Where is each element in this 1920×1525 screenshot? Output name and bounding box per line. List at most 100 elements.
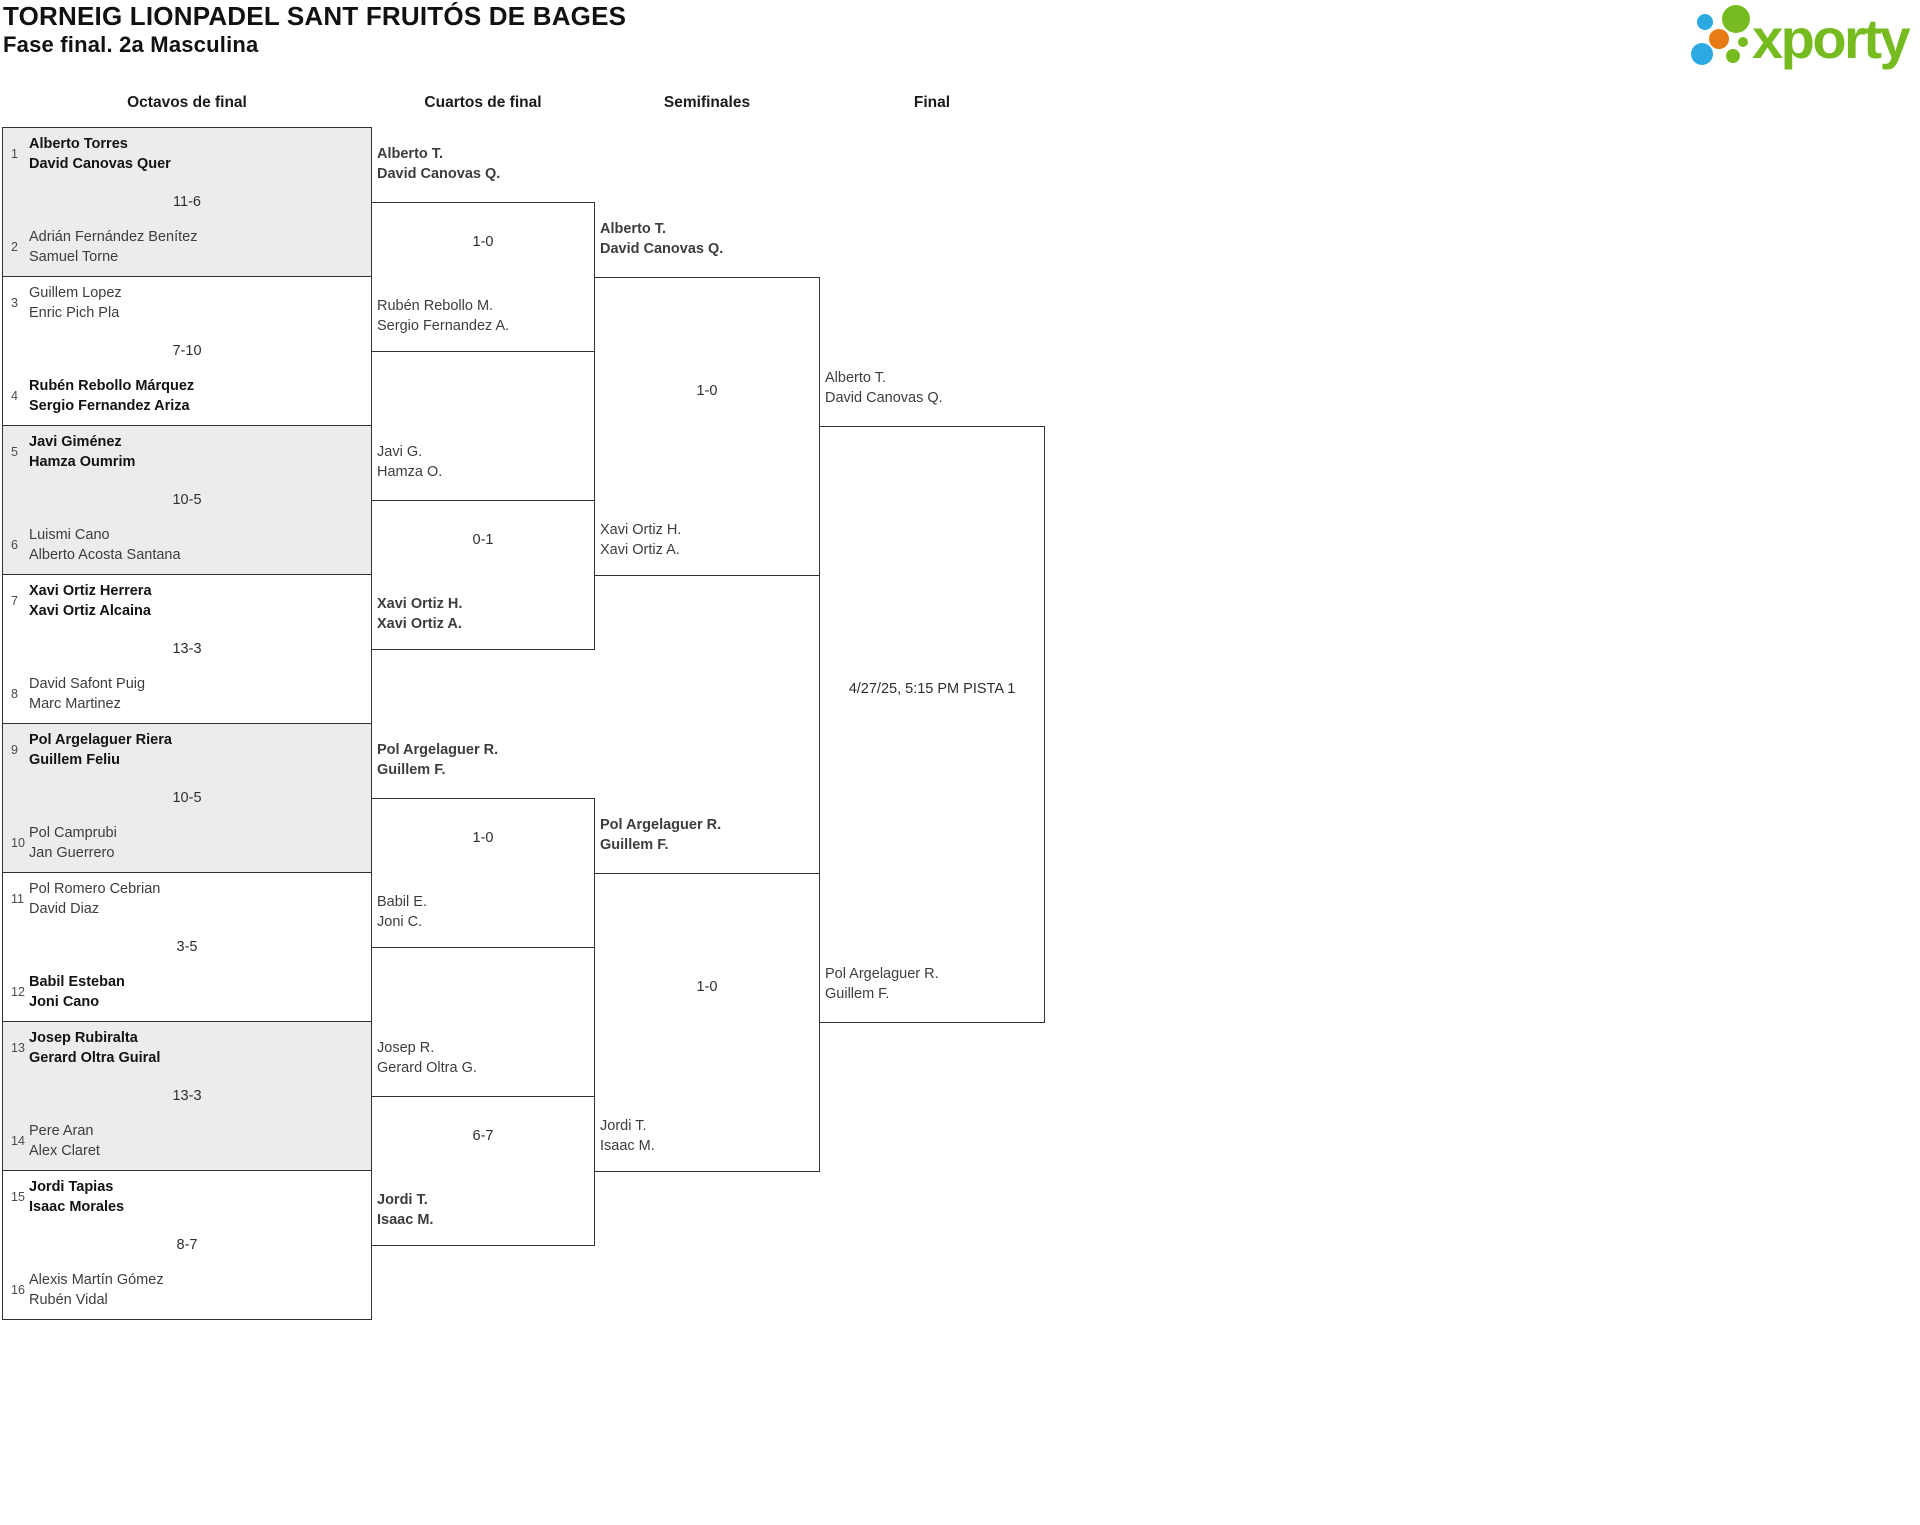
player-name: Guillem F. <box>377 761 446 778</box>
seed-number: 16 <box>11 1283 25 1297</box>
seed-number: 6 <box>11 538 18 552</box>
player-name: Jordi T. <box>600 1118 647 1134</box>
player-name: Josep R. <box>377 1040 435 1056</box>
match-score: 3-5 <box>176 939 198 955</box>
player-name: Guillem Lopez <box>29 285 122 301</box>
team-names: Xavi Ortiz H.Xavi Ortiz A. <box>377 595 462 634</box>
player-name: Enric Pich Pla <box>29 304 120 321</box>
player-name: Pere Aran <box>29 1123 94 1139</box>
player-name: David Canovas Quer <box>29 155 171 172</box>
logo-dot-orange <box>1709 29 1729 49</box>
player-name: Xavi Ortiz A. <box>377 615 462 632</box>
team-names: Alberto T. David Canovas Q. <box>377 145 500 184</box>
player-name: Josep Rubiralta <box>29 1030 138 1046</box>
player-name: Javi Giménez <box>29 434 122 450</box>
match-score: 0-1 <box>472 532 494 548</box>
player-name: Alberto Acosta Santana <box>29 546 181 563</box>
player-name: Rubén Rebollo M. <box>377 298 494 314</box>
player-name: Pol Romero Cebrian <box>29 881 161 897</box>
player-name: Xavi Ortiz A. <box>600 541 680 558</box>
player-name: Jordi T. <box>377 1192 428 1208</box>
match-score: 7-10 <box>172 343 202 359</box>
round-header-final: Final <box>913 94 951 111</box>
team-names: Alberto T. David Canovas Q. <box>600 220 723 259</box>
player-name: Jordi Tapias <box>29 1179 114 1195</box>
player-name: Jan Guerrero <box>29 844 115 861</box>
seed-number: 7 <box>11 594 18 608</box>
match-score: 8-7 <box>176 1237 198 1253</box>
seed-number: 12 <box>11 985 25 999</box>
player-name: Alberto T. <box>377 146 444 162</box>
seed-number: 8 <box>11 687 18 701</box>
player-name: Alexis Martín Gómez <box>29 1272 164 1288</box>
team-names: Xavi Ortiz H. Xavi Ortiz A. <box>600 521 681 560</box>
player-name: Guillem Feliu <box>29 751 121 768</box>
player-name: Alberto Torres <box>29 136 128 152</box>
player-name: Gerard Oltra Guiral <box>29 1049 161 1066</box>
player-name: David Canovas Q. <box>600 240 724 257</box>
match-score: 10-5 <box>172 492 202 508</box>
player-name: Pol Camprubi <box>29 825 117 841</box>
player-name: Xavi Ortiz Alcaina <box>29 602 151 619</box>
team-names: Pol Argelaguer R.Guillem F. <box>600 816 721 855</box>
team-names: Jordi T.Isaac M. <box>600 1117 655 1156</box>
player-name: David Diaz <box>29 900 100 917</box>
player-name: David Canovas Q. <box>377 165 501 182</box>
player-name: Luismi Cano <box>29 527 110 543</box>
round-header-cuartos: Cuartos de final <box>424 94 542 111</box>
seed-number: 10 <box>11 836 25 850</box>
player-name: Babil Esteban <box>29 974 125 990</box>
player-name: Pol Argelaguer R. <box>825 966 939 982</box>
player-name: Pol Argelaguer R. <box>600 817 722 833</box>
player-name: Marc Martinez <box>29 695 121 712</box>
player-name: Alberto T. <box>600 221 667 237</box>
match-score: 1-0 <box>696 979 718 995</box>
player-name: Rubén Rebollo Márquez <box>29 378 195 394</box>
player-name: Isaac Morales <box>29 1198 125 1215</box>
player-name: Hamza O. <box>377 463 443 480</box>
player-name: Xavi Ortiz H. <box>600 522 682 538</box>
player-name: Pol Argelaguer R. <box>377 742 499 758</box>
player-name: Joni Cano <box>29 993 100 1010</box>
seed-number: 5 <box>11 445 18 459</box>
match-score: 1-0 <box>472 830 494 846</box>
seed-number: 14 <box>11 1134 25 1148</box>
team-names: Pol Argelaguer R. Guillem F. <box>377 741 498 780</box>
player-name: Sergio Fernandez A. <box>377 317 510 334</box>
team-names: Jordi T.Isaac M. <box>377 1191 433 1230</box>
round-header-octavos: Octavos de final <box>127 94 247 111</box>
player-name: Javi G. <box>377 444 423 460</box>
player-name: Alberto T. <box>825 370 886 386</box>
player-name: Pol Argelaguer Riera <box>29 732 172 748</box>
match-score: 1-0 <box>696 383 718 399</box>
seed-number: 13 <box>11 1041 25 1055</box>
player-name: Xavi Ortiz Herrera <box>29 583 152 599</box>
final-match-box <box>819 426 1045 1023</box>
